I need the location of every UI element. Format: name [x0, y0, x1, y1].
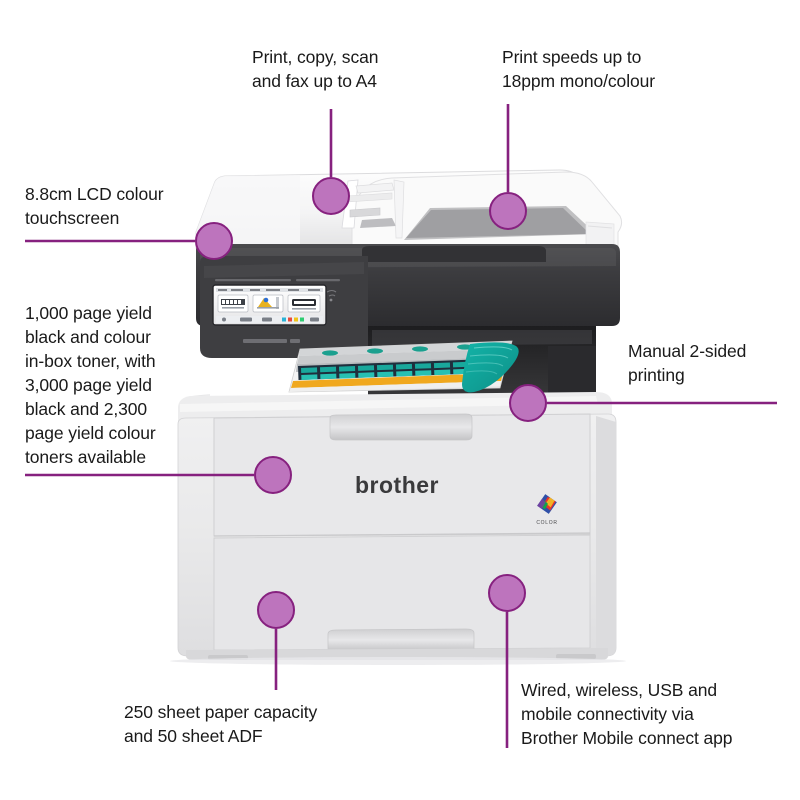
svg-text:COLOR: COLOR: [536, 520, 557, 526]
callout-text-paper-capacity: 250 sheet paper capacity and 50 sheet AD…: [124, 702, 318, 746]
callout-dot-manual-duplex[interactable]: [509, 384, 547, 422]
callout-text-scan-fax-a4: Print, copy, scan and fax up to A4: [252, 47, 379, 91]
svg-text:brother: brother: [355, 472, 439, 498]
callout-dot-toner-yield[interactable]: [254, 456, 292, 494]
callout-dot-connectivity[interactable]: [488, 574, 526, 612]
callout-text-print-speeds: Print speeds up to 18ppm mono/colour: [502, 47, 655, 91]
callout-text-manual-duplex: Manual 2-sided printing: [628, 341, 747, 385]
callout-dot-lcd-touchscreen[interactable]: [195, 222, 233, 260]
callout-dot-paper-capacity[interactable]: [257, 591, 295, 629]
callout-text-toner-yield: 1,000 page yield black and colour in-box…: [25, 303, 156, 467]
callout-text-lcd-touchscreen: 8.8cm LCD colour touchscreen: [25, 184, 164, 228]
callout-dot-print-speeds[interactable]: [489, 192, 527, 230]
color-badge-shape: COLOR: [536, 494, 557, 526]
brother-wordmark-shape: brother: [355, 472, 439, 498]
callout-dot-scan-fax-a4[interactable]: [312, 177, 350, 215]
callout-text-connectivity: Wired, wireless, USB and mobile connecti…: [521, 680, 733, 748]
